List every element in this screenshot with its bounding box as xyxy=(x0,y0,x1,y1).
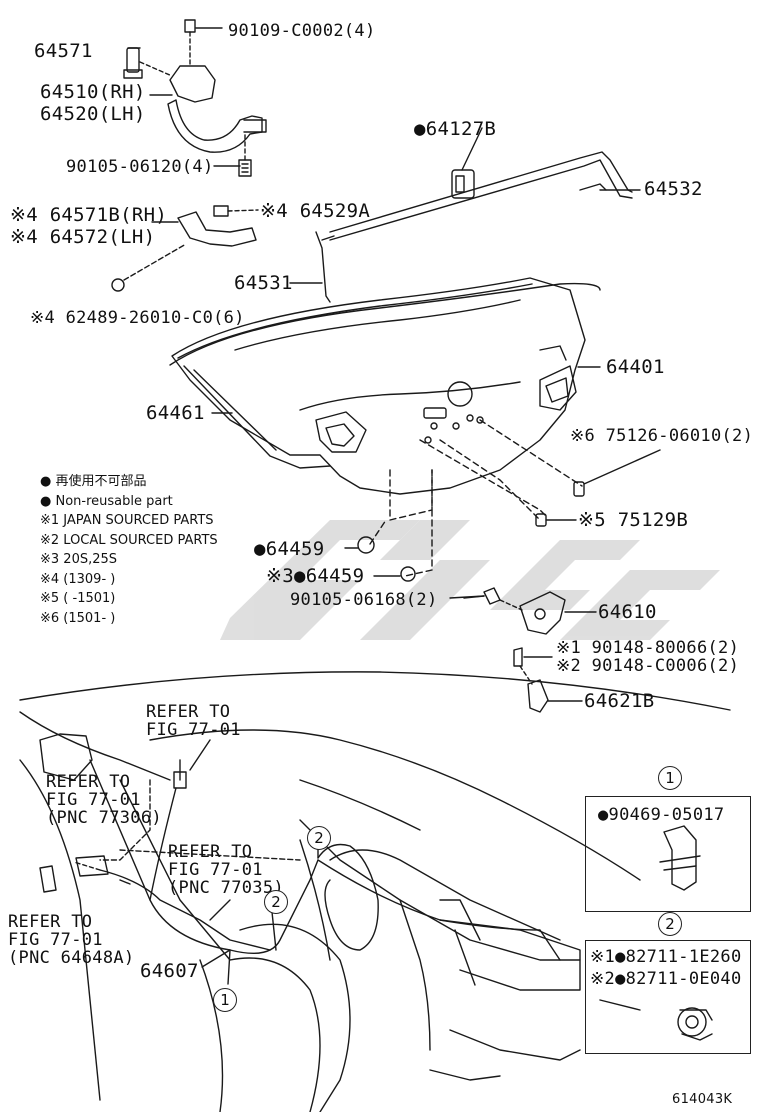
inset-box-1: ●90469-05017 xyxy=(585,796,751,912)
label-64459b: ※3●64459 xyxy=(266,565,365,587)
label-75129B: ※5 75129B xyxy=(578,509,689,531)
label-64461: 64461 xyxy=(146,402,205,424)
label-64572: ※4 64572(LH) xyxy=(10,226,156,248)
box2-number: 2 xyxy=(658,912,682,936)
label-90105b: 90105-06168(2) xyxy=(290,590,438,610)
refer-label-2a: REFER TO xyxy=(46,772,131,792)
label-64520: 64520(LH) xyxy=(40,103,146,125)
box2-part-label-2: ※2●82711-0E040 xyxy=(590,969,742,989)
label-90148a: ※1 90148-80066(2) xyxy=(556,638,740,658)
refer-label-3b: FIG 77-01 xyxy=(168,860,263,880)
label-90109: 90109-C0002(4) xyxy=(228,21,376,41)
callout-1: 1 xyxy=(213,988,237,1012)
actuator-drawing xyxy=(451,169,475,199)
label-64529A: ※4 64529A xyxy=(260,200,371,222)
legend-row: ※4 (1309- ) xyxy=(40,571,116,587)
clips-drawing xyxy=(357,481,585,605)
label-64510: 64510(RH) xyxy=(40,81,146,103)
label-64621B: 64621B xyxy=(584,690,655,712)
lock-drawing xyxy=(499,591,566,635)
hinge-assembly-drawing xyxy=(123,19,267,177)
label-64610: 64610 xyxy=(598,601,657,623)
label-90148b: ※2 90148-C0006(2) xyxy=(556,656,740,676)
trunk-lid-drawing xyxy=(171,277,586,495)
legend-row: ※5 ( -1501) xyxy=(40,591,116,606)
label-64401: 64401 xyxy=(606,356,665,378)
label-75126: ※6 75126-06010(2) xyxy=(570,426,754,446)
torsion-rod-drawing xyxy=(289,151,641,303)
weatherstrip-drawing xyxy=(169,282,601,366)
dashed-leaders xyxy=(369,419,583,577)
car-body-drawing xyxy=(19,671,731,1112)
refer-label-4a: REFER TO xyxy=(8,912,93,932)
cable-drawing xyxy=(73,759,561,985)
label-64607: 64607 xyxy=(140,960,199,982)
refer-label-1a: REFER TO xyxy=(146,702,231,722)
label-64532: 64532 xyxy=(644,178,703,200)
legend-row: ● Non-reusable part xyxy=(40,493,173,509)
box2-clip-drawing xyxy=(677,1007,713,1041)
refer-label-4c: (PNC 64648A) xyxy=(8,948,135,968)
label-64531: 64531 xyxy=(234,272,293,294)
refer-label-1b: FIG 77-01 xyxy=(146,720,241,740)
box1-clip-drawing xyxy=(659,825,701,891)
label-64459a: ●64459 xyxy=(254,538,325,560)
label-90105a: 90105-06120(4) xyxy=(66,157,214,177)
legend-row: ※3 20S,25S xyxy=(40,552,118,567)
legend-row: ※2 LOCAL SOURCED PARTS xyxy=(40,532,218,548)
callout-2b: 2 xyxy=(307,826,331,850)
legend-row: ※6 (1501- ) xyxy=(40,610,116,626)
label-64571: 64571 xyxy=(34,40,93,62)
refer-label-2c: (PNC 77306) xyxy=(46,808,162,828)
figure-id: 614043K xyxy=(672,1092,733,1107)
label-64127B: ●64127B xyxy=(414,118,497,140)
box1-number: 1 xyxy=(658,766,682,790)
legend-row: ※1 JAPAN SOURCED PARTS xyxy=(40,513,214,528)
inset-box-2: ※1●82711-1E260 ※2●82711-0E040 xyxy=(585,940,751,1054)
refer-label-3a: REFER TO xyxy=(168,842,253,862)
refer-label-3c: (PNC 77035) xyxy=(168,878,284,898)
refer-label-2b: FIG 77-01 xyxy=(46,790,141,810)
legend-row: ● 再使用不可部品 xyxy=(40,474,147,489)
hinge-bracket-drawing xyxy=(111,205,259,292)
leader-lines xyxy=(127,27,661,968)
label-62489: ※4 62489-26010-C0(6) xyxy=(30,308,245,328)
refer-label-4b: FIG 77-01 xyxy=(8,930,103,950)
legend: ● 再使用不可部品 ● Non-reusable part ※1 JAPAN S… xyxy=(40,472,218,628)
label-64571B: ※4 64571B(RH) xyxy=(10,204,168,226)
callout-2a: 2 xyxy=(264,890,288,914)
box2-part-label-1: ※1●82711-1E260 xyxy=(590,947,742,967)
box1-part-label: ●90469-05017 xyxy=(598,805,725,825)
dashed-bracket xyxy=(99,779,301,861)
